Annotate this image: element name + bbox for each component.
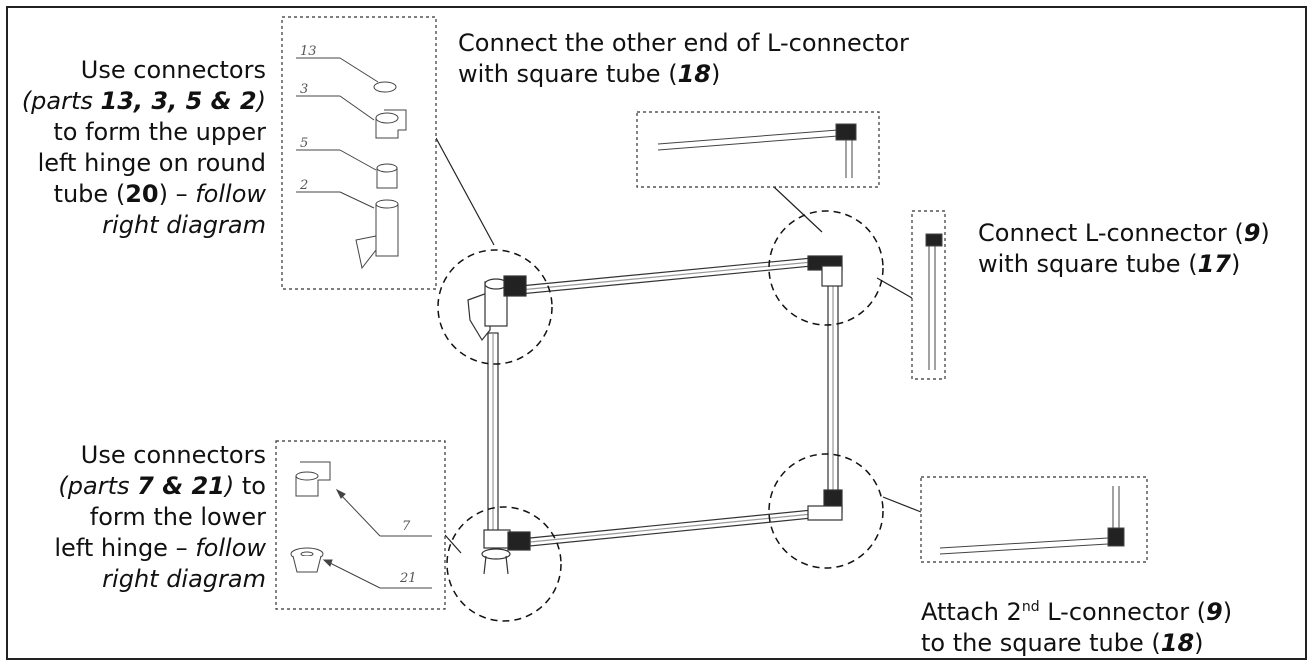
hinge-leg	[483, 555, 487, 575]
part-2-bracket	[355, 235, 377, 270]
instruction-connect-other-end: Connect the other end of L-connector wit…	[458, 28, 909, 90]
detail-right-connector	[911, 210, 946, 380]
callout-box	[920, 476, 1148, 563]
part-label-21: 21	[399, 571, 417, 586]
leader-line	[444, 534, 462, 554]
lower-right-connector-body	[807, 505, 843, 521]
part-label-3: 3	[300, 82, 308, 97]
diagram-border	[6, 6, 1307, 660]
part-label-5: 5	[300, 136, 308, 151]
lower-left-l-connector	[507, 531, 531, 551]
text-fragment: ) – follow	[158, 180, 266, 208]
text-line: with square tube (18)	[458, 60, 721, 88]
exploded-parts-lower-hinge: 7 21	[275, 440, 446, 610]
part-label-7: 7	[402, 519, 411, 534]
text-line: left hinge – follow	[54, 534, 266, 562]
hinge-leg	[505, 555, 509, 575]
instruction-lower-left-hinge: Use connectors (parts 7 & 21) to form th…	[20, 440, 266, 595]
joint-circle-upper-left	[437, 249, 553, 365]
upper-left-l-connector	[503, 275, 527, 297]
callout-box	[636, 111, 880, 188]
part-2-hinge-post	[375, 203, 399, 257]
joint-circle-lower-right	[768, 453, 884, 569]
text-line: form the lower	[89, 503, 266, 531]
leader-line	[435, 137, 495, 246]
part-label-13: 13	[300, 44, 317, 59]
text-line: tube (20) – follow	[53, 180, 266, 208]
callout-box	[275, 440, 446, 610]
detail-top-tube	[636, 111, 880, 188]
leader-line	[773, 186, 823, 233]
instruction-connect-l-connector: Connect L-connector (9) with square tube…	[978, 218, 1270, 280]
text-line: to form the upper	[53, 118, 266, 146]
text-line: right diagram	[102, 565, 266, 593]
leader-lines	[435, 137, 922, 554]
square-frame	[467, 255, 843, 575]
text-line: Use connectors	[80, 56, 266, 84]
l-connector-shape	[925, 233, 943, 247]
part-7-arm	[300, 461, 331, 481]
joint-circle-lower-left	[446, 506, 562, 622]
text-line: Connect the other end of L-connector	[458, 29, 909, 57]
text-fragment-italic: follow	[195, 180, 266, 208]
text-line: Use connectors	[80, 441, 266, 469]
lower-left-hinge-body	[483, 529, 511, 549]
part-21-body	[292, 555, 322, 573]
text-line: with square tube (17)	[978, 250, 1241, 278]
upper-right-connector-body	[821, 265, 843, 287]
leader-line	[876, 277, 913, 299]
part-13-cap	[373, 81, 397, 93]
text-line: right diagram	[102, 211, 266, 239]
text-line: Connect L-connector (9)	[978, 219, 1270, 247]
text-line: (parts 7 & 21) to	[58, 472, 266, 500]
leader-line	[882, 496, 922, 513]
text-line: Attach 2nd L-connector (9)	[921, 598, 1233, 626]
lower-left-hinge-base	[481, 548, 511, 560]
detail-bottom-right-connector	[920, 476, 1148, 563]
text-line: (parts 13, 3, 5 & 2)	[21, 87, 266, 115]
exploded-parts-upper-hinge: 13 3 5 2	[281, 16, 437, 290]
joint-circle-upper-right	[768, 210, 884, 326]
instruction-upper-left-hinge: Use connectors (parts 13, 3, 5 & 2) to f…	[20, 55, 266, 241]
text-line: to the square tube (18)	[921, 629, 1204, 657]
l-connector-shape	[1107, 527, 1125, 547]
instruction-attach-second-l-connector: Attach 2nd L-connector (9) to the square…	[921, 592, 1232, 659]
text-line: left hinge on round	[37, 149, 266, 177]
joint-highlights	[437, 210, 884, 622]
l-connector-shape	[835, 123, 857, 141]
part-label-2: 2	[299, 178, 308, 193]
